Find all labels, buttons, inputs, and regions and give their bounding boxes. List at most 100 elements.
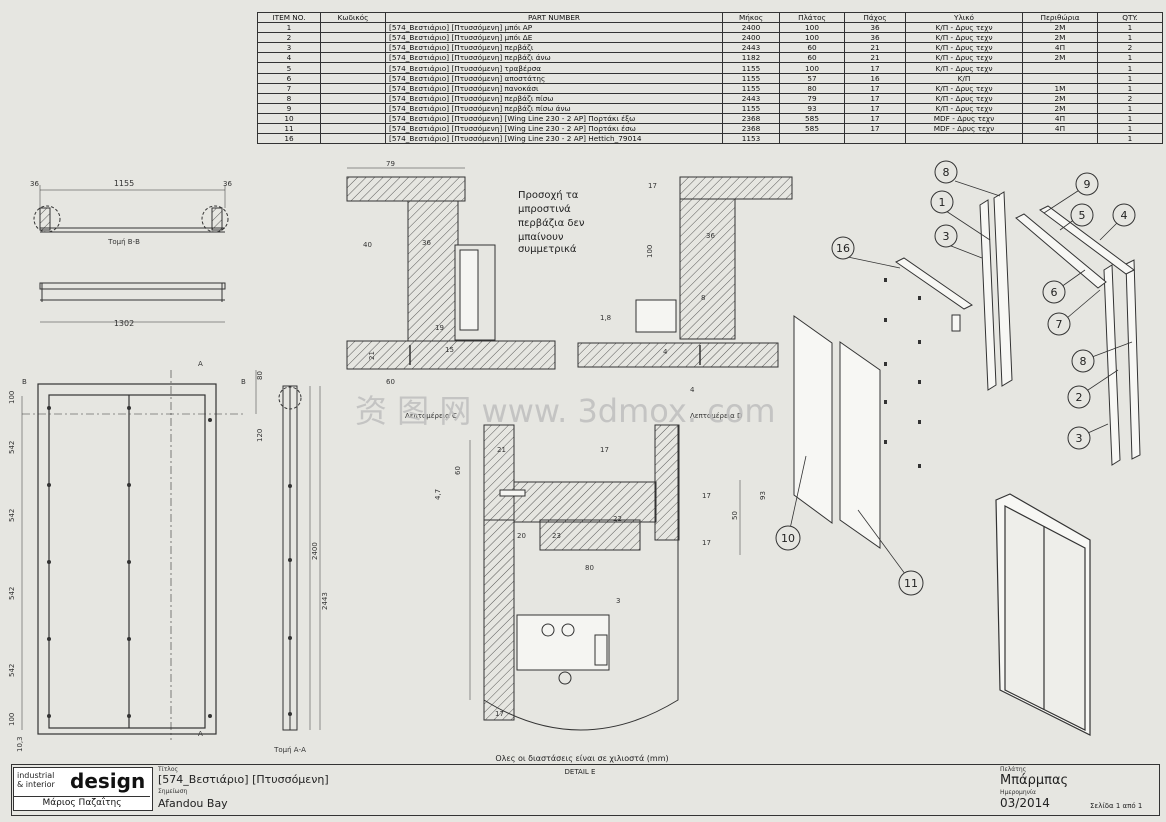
- page-number: Σελίδα 1 από 1: [1090, 802, 1143, 810]
- svg-text:93: 93: [759, 491, 767, 500]
- callout-8b: 8: [1080, 355, 1087, 368]
- svg-text:8: 8: [701, 294, 705, 302]
- svg-text:23: 23: [552, 532, 561, 540]
- svg-text:17: 17: [495, 710, 504, 718]
- dim-80: 80: [256, 371, 264, 380]
- label-section-aa: Τομή Α-Α: [273, 746, 306, 754]
- logo-text-design: design: [70, 769, 146, 793]
- bom-cell: 1: [1097, 133, 1163, 145]
- label-title: Τίτλος: [158, 766, 179, 773]
- callout-1: 1: [939, 196, 946, 209]
- dim-120: 120: [256, 429, 264, 442]
- bom-row: 10[574_Βεστιάριο] [Πτυσσόμενη] [Wing Lin…: [257, 112, 1163, 125]
- callout-5: 5: [1079, 209, 1086, 222]
- dim-edge-right: 36: [223, 180, 232, 188]
- front-elevation: [21, 370, 257, 740]
- svg-text:40: 40: [363, 241, 372, 249]
- bill-of-materials-table: ITEM NO. Κωδικός PART NUMBER Μήκος Πλάτο…: [257, 11, 1163, 145]
- watermark: 资 图 网 www. 3dmox. com: [355, 392, 776, 430]
- drawing-date: 03/2014: [1000, 796, 1050, 810]
- svg-text:15: 15: [445, 346, 454, 354]
- dim-2443: 2443: [321, 592, 329, 610]
- dim-100-b: 100: [8, 713, 16, 726]
- dim-100: 100: [8, 391, 16, 404]
- assembled-cabinet-view: [995, 493, 1091, 736]
- warning-note: Προσοχή τα μπροστινά περβάζια δεν μπαίνο…: [518, 189, 585, 255]
- svg-text:3: 3: [616, 597, 620, 605]
- callout-2: 2: [1076, 391, 1083, 404]
- svg-text:17: 17: [648, 182, 657, 190]
- callout-6: 6: [1051, 286, 1058, 299]
- svg-text:1,8: 1,8: [600, 314, 611, 322]
- bom-row: 11[574_Βεστιάριο] [Πτυσσόμενη] [Wing Lin…: [257, 123, 1163, 135]
- svg-text:21: 21: [497, 446, 506, 454]
- callout-3b: 3: [1076, 432, 1083, 445]
- callout-9: 9: [1084, 178, 1091, 191]
- detail-d-view: [577, 176, 793, 368]
- callout-16: 16: [836, 242, 850, 255]
- designer-name: Μάριος Παζαΐτης: [14, 796, 150, 809]
- svg-text:79: 79: [386, 160, 395, 168]
- svg-text:100: 100: [646, 245, 654, 258]
- callout-11: 11: [904, 577, 918, 590]
- title-block: [11, 764, 1160, 816]
- svg-text:B: B: [241, 378, 246, 386]
- detail-c-view: [346, 167, 556, 370]
- dim-2400: 2400: [311, 542, 319, 560]
- section-bb-view: [33, 185, 229, 233]
- dim-10-3: 10,3: [16, 736, 24, 752]
- label-section-bb: Τομή Β-Β: [107, 238, 140, 246]
- svg-text:36: 36: [422, 239, 431, 247]
- svg-text:A: A: [198, 730, 203, 738]
- svg-text:60: 60: [386, 378, 395, 386]
- label-detail-c: Λεπτομέρεια C: [405, 412, 457, 420]
- svg-text:4,7: 4,7: [434, 489, 442, 500]
- label-project: Σημείωση: [158, 788, 188, 795]
- callout-4: 4: [1121, 209, 1128, 222]
- label-detail-d: Λεπτομέρεια D: [690, 412, 742, 420]
- label-date: Ημερομηνία: [1000, 789, 1037, 796]
- dimensions-note: Ολες οι διαστάσεις είναι σε χιλιοστά (mm…: [495, 754, 668, 763]
- detail-e-view: [469, 424, 741, 731]
- callout-bubbles: 8 1 3 16 9 5 4 6 7 8 2 3 10 11: [775, 160, 1136, 596]
- svg-text:Προσοχή τα: Προσοχή τα: [518, 189, 579, 201]
- label-client: Πελάτης: [1000, 766, 1027, 773]
- rail-plan-view: [39, 282, 226, 323]
- svg-text:μπαίνουν: μπαίνουν: [518, 231, 564, 243]
- svg-text:A: A: [198, 360, 203, 368]
- svg-text:19: 19: [435, 324, 444, 332]
- svg-text:B: B: [22, 378, 27, 386]
- svg-text:17: 17: [702, 492, 711, 500]
- svg-text:17: 17: [702, 539, 711, 547]
- svg-text:20: 20: [517, 532, 526, 540]
- dim-plan-width: 1302: [114, 319, 134, 328]
- bom-row: 16[574_Βεστιάριο] [Πτυσσόμενη] [Wing Lin…: [257, 133, 1163, 145]
- hinge-markers: [47, 406, 212, 718]
- client-name: Μπάρμπας: [1000, 773, 1069, 788]
- svg-text:36: 36: [706, 232, 715, 240]
- detail-e-label: DETAIL E: [565, 768, 596, 776]
- svg-text:μπροστινά: μπροστινά: [518, 203, 571, 215]
- svg-text:21: 21: [368, 351, 376, 360]
- svg-text:4: 4: [663, 348, 668, 356]
- logo-text-small: industrial & interior: [17, 771, 55, 789]
- dim-542-c: 542: [8, 587, 16, 600]
- drawing-title: [574_Βεστιάριο] [Πτυσσόμενη]: [158, 773, 329, 786]
- bom-row: 8[574_Βεστιάριο] [Πτυσσόμενη] περβάζι πί…: [257, 92, 1163, 104]
- callout-10: 10: [781, 532, 795, 545]
- svg-text:80: 80: [585, 564, 594, 572]
- dim-edge-left: 36: [30, 180, 39, 188]
- callout-3: 3: [943, 230, 950, 243]
- svg-text:60: 60: [454, 466, 462, 475]
- svg-text:4: 4: [690, 386, 695, 394]
- dim-542-a: 542: [8, 441, 16, 454]
- svg-text:22: 22: [613, 515, 622, 523]
- callout-7: 7: [1056, 318, 1063, 331]
- dim-top-width: 1155: [114, 179, 134, 188]
